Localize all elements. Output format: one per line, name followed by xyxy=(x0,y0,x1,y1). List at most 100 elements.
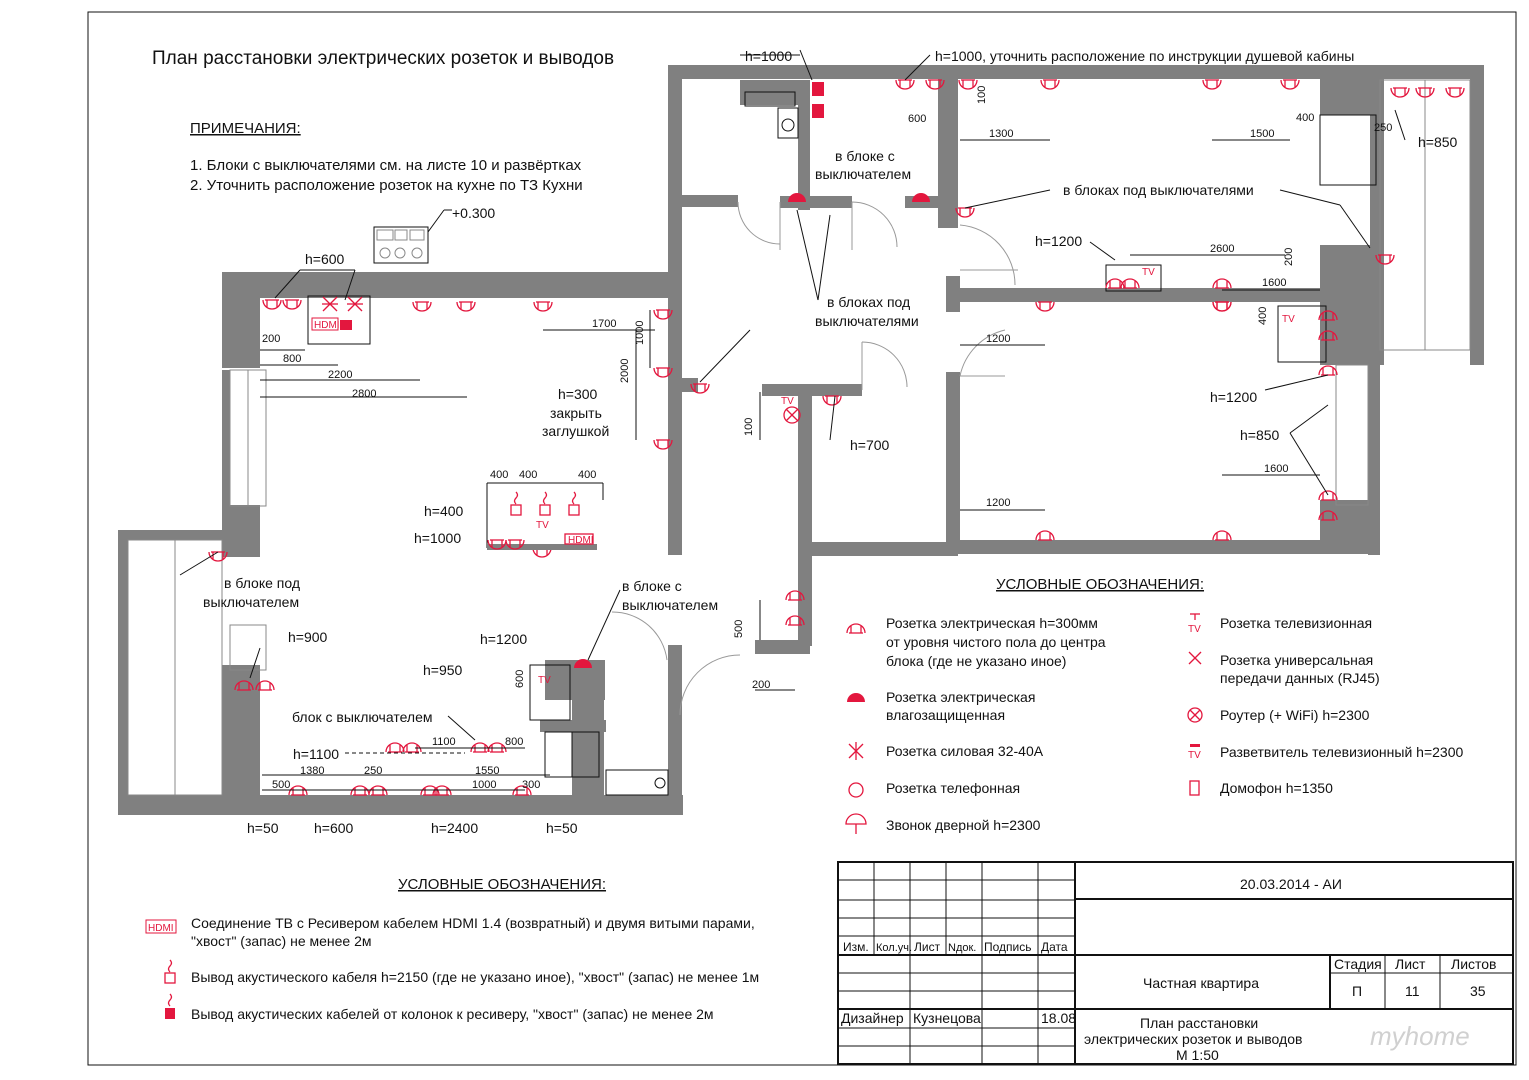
svg-text:TV: TV xyxy=(1188,624,1201,635)
label-h700: h=700 xyxy=(850,437,890,453)
label-h1000-table: h=1000 xyxy=(414,530,461,546)
label-hall-block-b: выключателем xyxy=(622,597,718,613)
label-h1200-bed1: h=1200 xyxy=(1035,233,1082,249)
label-shower-note: h=1000, уточнить расположение по инструк… xyxy=(935,48,1354,64)
svg-text:2800: 2800 xyxy=(352,388,376,400)
label-h400: h=400 xyxy=(424,503,464,519)
svg-text:1200: 1200 xyxy=(986,497,1010,509)
note-item: 2. Уточнить расположение розеток на кухн… xyxy=(190,177,583,194)
title-block: 20.03.2014 - АИ Изм. Кол.уч. Лист Nдок. … xyxy=(837,861,1514,1065)
legend-item-phone: Розетка телефонная xyxy=(886,780,1020,796)
note-item: 1. Блоки с выключателями см. на листе 10… xyxy=(190,157,582,174)
tb-header: Изм. xyxy=(843,940,869,954)
title-block-name: Кузнецова xyxy=(913,1010,981,1026)
title-block-sheet: 11 xyxy=(1405,983,1420,999)
legend-item-intercom: Домофон h=1350 xyxy=(1220,780,1333,796)
label-bath-block-1: в блоке с xyxy=(835,148,895,164)
svg-text:200: 200 xyxy=(262,333,280,345)
label-h50-b: h=50 xyxy=(546,820,578,836)
legend-item-socket-a: Розетка электрическая h=300мм xyxy=(886,615,1098,631)
legend-bottom: УСЛОВНЫЕ ОБОЗНАЧЕНИЯ: HDMI Соединение ТВ… xyxy=(145,876,759,1022)
label-h600-kitchen: h=600 xyxy=(305,251,345,267)
fixtures xyxy=(307,91,1377,796)
svg-text:1380: 1380 xyxy=(300,765,324,777)
table-speaker-block: HDMI xyxy=(486,482,604,550)
label-blocks-under-switches-b: выключателями xyxy=(815,313,919,329)
svg-text:TV: TV xyxy=(536,520,549,531)
svg-text:1200: 1200 xyxy=(986,333,1010,345)
svg-text:1000: 1000 xyxy=(634,321,646,345)
label-h1100: h=1100 xyxy=(293,746,339,762)
label-block-under-switch-b: выключателем xyxy=(203,594,299,610)
svg-text:1600: 1600 xyxy=(1262,277,1286,289)
hdmi-icon: HDMI xyxy=(314,320,340,331)
title-block-date: 20.03.2014 - АИ xyxy=(1240,876,1342,892)
legend-item-waterproof-b: влагозащищенная xyxy=(886,707,1005,723)
svg-text:400: 400 xyxy=(519,469,537,481)
svg-text:400: 400 xyxy=(578,469,596,481)
tb-header: Nдок. xyxy=(948,942,976,954)
svg-text:1700: 1700 xyxy=(592,318,616,330)
legend-bottom-hdmi-a: Соединение ТВ с Ресивером кабелем HDMI 1… xyxy=(191,915,755,931)
label-blocks-under-switches-a: в блоках под xyxy=(827,294,910,310)
svg-text:100: 100 xyxy=(743,418,755,436)
svg-text:1100: 1100 xyxy=(432,736,456,748)
svg-text:1300: 1300 xyxy=(989,128,1013,140)
media-panel xyxy=(373,209,452,264)
svg-text:TV: TV xyxy=(1188,750,1201,761)
legend-bottom-hdmi-b: "хвост" (запас) не менее 2м xyxy=(191,933,372,949)
svg-text:250: 250 xyxy=(1374,122,1392,134)
legend-item-doorbell: Звонок дверной h=2300 xyxy=(886,817,1041,833)
svg-text:200: 200 xyxy=(1283,248,1295,266)
svg-text:2200: 2200 xyxy=(328,369,352,381)
label-blocks-under-switches: в блоках под выключателями xyxy=(1063,182,1254,198)
title-block-drawing-title-b: электрических розеток и выводов xyxy=(1084,1031,1302,1047)
label-h850-right: h=850 xyxy=(1418,134,1458,150)
label-plus0300: +0.300 xyxy=(452,205,495,221)
svg-text:1000: 1000 xyxy=(472,779,496,791)
svg-text:TV: TV xyxy=(1282,314,1295,325)
hdmi-icon: HDMI xyxy=(148,923,174,934)
svg-text:250: 250 xyxy=(364,765,382,777)
legend-item-socket-b: от уровня чистого пола до центра xyxy=(886,634,1106,650)
svg-text:600: 600 xyxy=(908,113,926,125)
legend-right-heading: УСЛОВНЫЕ ОБОЗНАЧЕНИЯ: xyxy=(996,576,1204,593)
legend-item-socket-c: блока (где не указано иное) xyxy=(886,653,1066,669)
legend-item-tv: Розетка телевизионная xyxy=(1220,615,1372,631)
legend-item-rj45-b: передачи данных (RJ45) xyxy=(1220,670,1380,686)
svg-text:200: 200 xyxy=(752,679,770,691)
tb-header: Подпись xyxy=(984,940,1032,954)
label-h300: h=300 xyxy=(558,386,598,402)
socket-markers xyxy=(208,79,1465,796)
svg-text:800: 800 xyxy=(283,353,301,365)
dimension-numbers: 1300 600 100 1500 400 250 2600 200 1600 … xyxy=(262,86,1392,791)
legend-item-rj45-a: Розетка универсальная xyxy=(1220,652,1373,668)
title-block-sign-date: 18.08 xyxy=(1041,1010,1076,1026)
label-h900: h=900 xyxy=(288,629,328,645)
svg-text:1600: 1600 xyxy=(1264,463,1288,475)
walls xyxy=(118,65,1484,815)
svg-text:1500: 1500 xyxy=(1250,128,1274,140)
legend-item-tv-splitter: Разветвитель телевизионный h=2300 xyxy=(1220,744,1463,760)
doors xyxy=(611,201,1018,716)
waterproof-sockets xyxy=(340,82,930,668)
svg-text:300: 300 xyxy=(522,779,540,791)
svg-text:TV: TV xyxy=(781,396,794,407)
svg-text:100: 100 xyxy=(976,86,988,104)
title-block-sheets: 35 xyxy=(1470,983,1486,999)
sheet-frame xyxy=(87,11,1517,1066)
label-h950: h=950 xyxy=(423,662,463,678)
label-h850-bed2: h=850 xyxy=(1240,427,1280,443)
label-bath-block-2: выключателем xyxy=(815,166,911,182)
title-block-role: Дизайнер xyxy=(841,1010,904,1026)
legend-item-waterproof-a: Розетка электрическая xyxy=(886,689,1035,705)
label-close-plug-b: заглушкой xyxy=(542,423,609,439)
svg-text:400: 400 xyxy=(1257,307,1269,325)
title-block-drawing-title-c: М 1:50 xyxy=(1176,1047,1219,1063)
svg-text:800: 800 xyxy=(505,736,523,748)
tb-header: Кол.уч. xyxy=(876,942,912,954)
svg-text:2000: 2000 xyxy=(619,359,631,383)
label-hall-block-a: в блоке с xyxy=(622,578,682,594)
title-block-sheets-label: Листов xyxy=(1451,956,1497,972)
